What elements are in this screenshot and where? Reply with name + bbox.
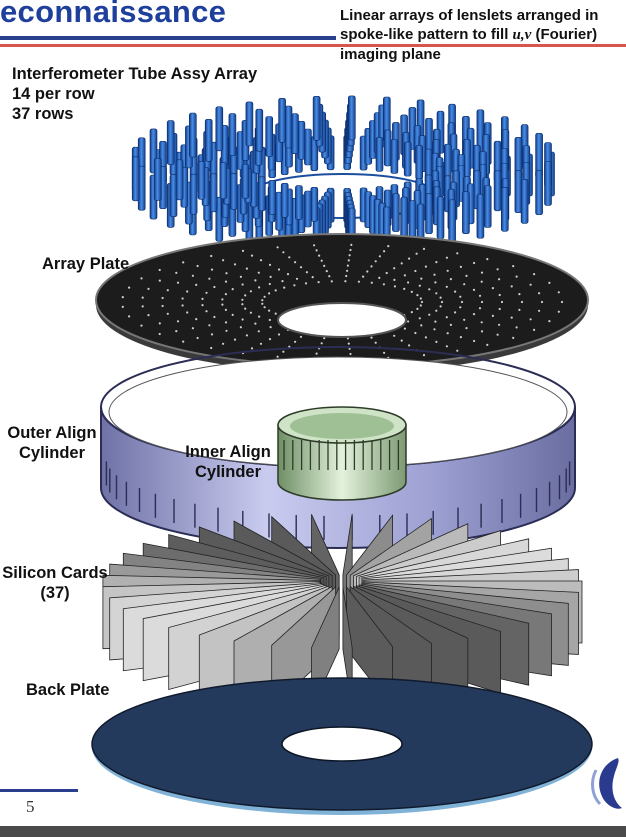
inner-align-cylinder <box>277 406 407 501</box>
back-plate <box>91 677 593 815</box>
label-cards-line2: (37) <box>40 584 70 602</box>
label-silicon-cards: Silicon Cards (37) <box>0 563 116 603</box>
label-tube-array: Interferometer Tube Assy Array 14 per ro… <box>12 64 257 124</box>
label-array-plate: Array Plate <box>42 255 130 273</box>
label-inner-line1: Inner Align <box>185 443 271 461</box>
label-outer-line2: Cylinder <box>18 444 86 462</box>
label-cards-line1: Silicon Cards <box>2 564 108 582</box>
label-tube-line2: 14 per row <box>12 85 95 103</box>
label-inner-line2: Cylinder <box>194 463 262 481</box>
label-tube-line3: 37 rows <box>12 105 74 123</box>
bottom-bar <box>0 826 626 837</box>
label-tube-line1: Interferometer Tube Assy Array <box>12 65 258 83</box>
note-uv-symbol: u,v <box>512 27 532 43</box>
title-underline-blue <box>0 36 336 40</box>
page-number: 5 <box>26 797 35 816</box>
slide-title: econnaissance <box>0 0 227 29</box>
array-plate <box>95 233 589 373</box>
label-outer-line1: Outer Align <box>7 424 97 442</box>
logo-icon <box>591 758 622 809</box>
tube-array <box>131 95 555 253</box>
label-inner-align: Inner Align Cylinder <box>172 442 284 482</box>
design-note: Linear arrays of lenslets arranged in sp… <box>340 6 625 64</box>
title-underline-red <box>0 44 626 47</box>
label-outer-align: Outer Align Cylinder <box>0 423 112 463</box>
silicon-cards <box>102 513 583 711</box>
footer-rule <box>0 789 78 792</box>
note-text-part2: (Fourier) imaging plane <box>340 26 598 63</box>
note-text-part1: Linear arrays of lenslets arranged in sp… <box>340 7 599 43</box>
label-back-plate: Back Plate <box>26 681 110 699</box>
